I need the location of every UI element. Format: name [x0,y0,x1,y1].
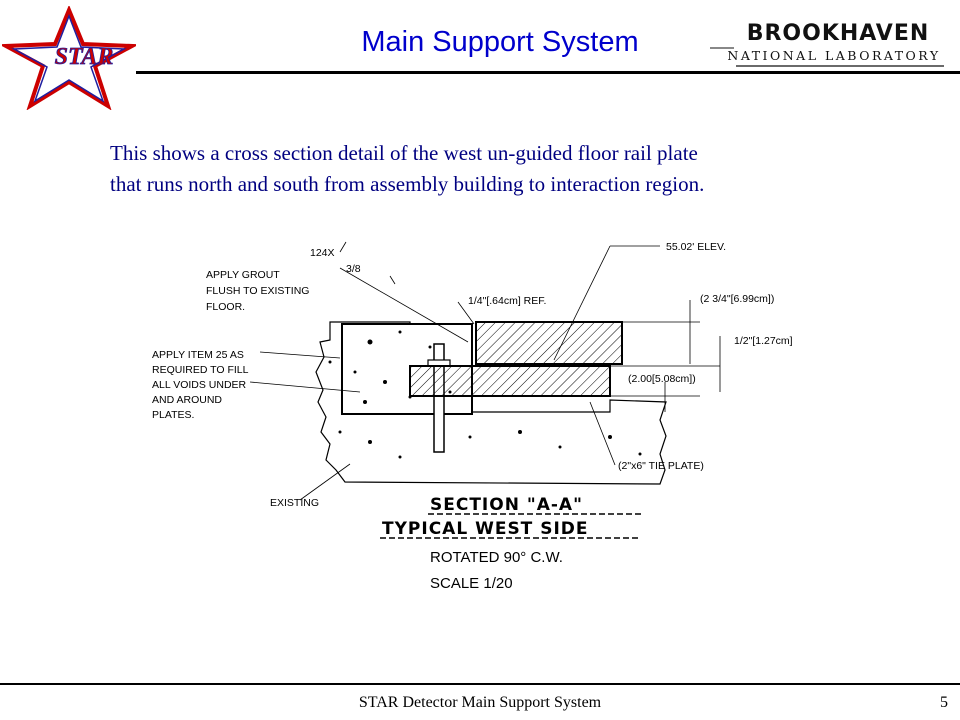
item-note-4: AND AROUND [152,394,222,406]
section-title: SECTION "A-A" [430,495,583,515]
grout-note-1: APPLY GROUT [206,269,280,281]
item-note-3: ALL VOIDS UNDER [152,379,247,391]
brookhaven-logo: BROOKHAVEN NATIONAL LABORATORY [710,21,944,67]
footer-text: STAR Detector Main Support System [358,694,602,711]
brookhaven-logo-name: BROOKHAVEN [747,21,930,46]
star-shape-icon [2,6,136,110]
weld-size-label: 3/8 [346,263,361,275]
dim-bottom-plate-label: (2.00[5.08cm]) [628,373,696,385]
existing-concrete [315,321,667,485]
description: This shows a cross section detail of the… [110,138,870,200]
grout-note-2: FLUSH TO EXISTING [206,285,309,297]
dim-half-label: 1/2"[1.27cm] [734,335,793,347]
dim-tie-plate-label: (2"x6" TIE PLATE) [618,460,704,472]
weld-count-label: 124X [310,247,335,259]
rotation-label: ROTATED 90° C.W. [430,549,563,566]
title-divider [136,71,960,74]
brookhaven-logo-sub: NATIONAL LABORATORY [727,48,940,63]
scale-label: SCALE 1/20 [430,575,513,592]
description-line-1: This shows a cross section detail of the… [110,141,698,165]
anchor-bolt [433,343,445,453]
cross-section-drawing: 124X 3/8 APPLY GROUT FLUSH TO EXISTING F… [152,241,793,592]
grout-note-3: FLOOR. [206,301,245,313]
star-logo: STAR [2,6,136,110]
page-number: 5 [940,694,948,711]
dim-ref-label: 1/4"[.64cm] REF. [468,295,546,307]
dim-elev-label: 55.02' ELEV. [666,241,726,253]
item-note-1: APPLY ITEM 25 AS [152,349,244,361]
section-subtitle: TYPICAL WEST SIDE [382,519,589,539]
existing-note: EXISTING [270,497,319,509]
page-title: Main Support System [361,26,639,58]
top-rail-plate [475,321,623,365]
footer-divider [0,683,960,685]
item-note-2: REQUIRED TO FILL [152,364,249,376]
description-line-2: that runs north and south from assembly … [110,172,705,196]
bottom-base-plate [409,365,611,397]
star-logo-text: STAR [55,44,114,70]
dim-top-plate-label: (2 3/4"[6.99cm]) [700,293,774,305]
item-note-5: PLATES. [152,409,194,421]
